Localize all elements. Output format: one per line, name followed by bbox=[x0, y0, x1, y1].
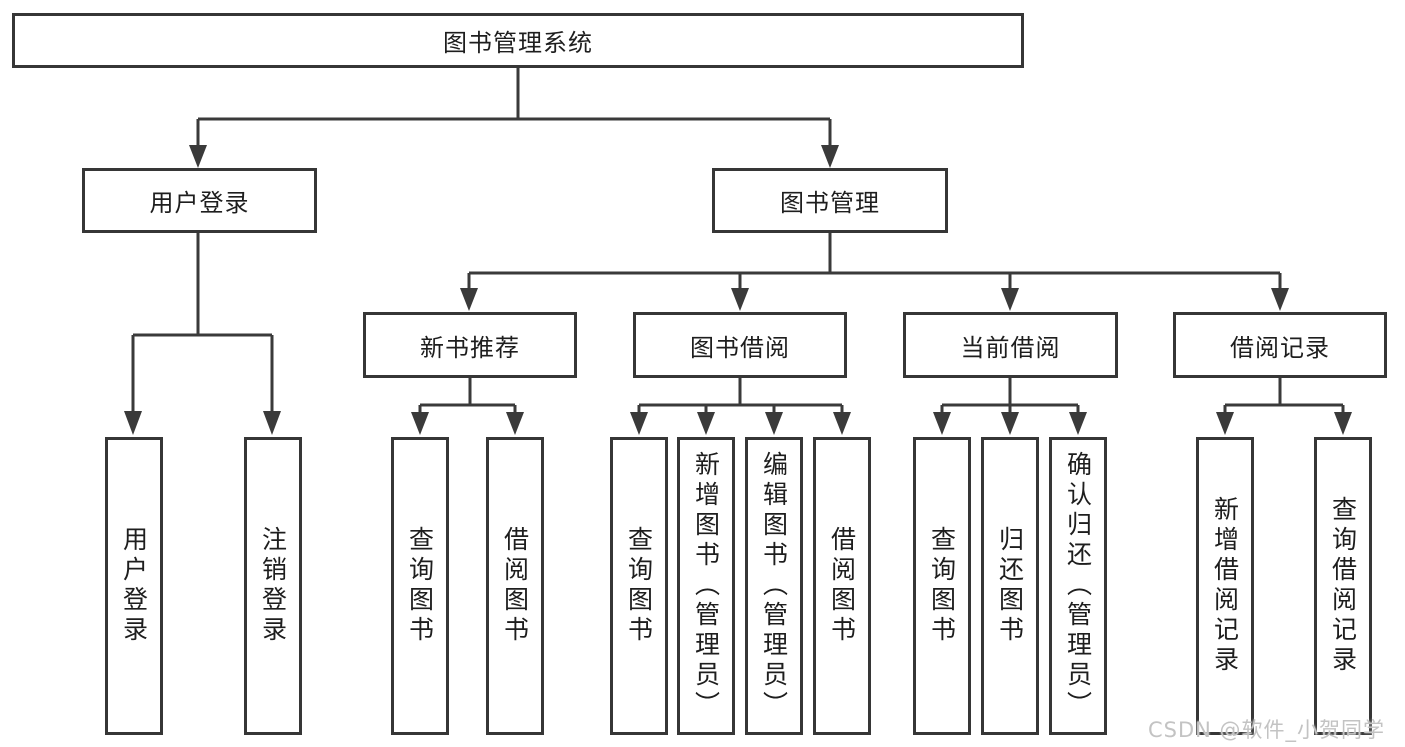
node-label: 查询图书 bbox=[927, 526, 957, 646]
leaf-query-books-recommend: 查询图书 bbox=[391, 437, 449, 735]
leaf-query-books-current: 查询图书 bbox=[913, 437, 971, 735]
node-label: 查询借阅记录 bbox=[1328, 496, 1358, 676]
edge-root-to-level2 bbox=[196, 68, 832, 148]
node-label: 借阅记录 bbox=[1230, 333, 1330, 362]
node-label: 确认归还（管理员） bbox=[1063, 451, 1093, 721]
node-label: 查询图书 bbox=[405, 526, 435, 646]
edge-current-to-leaves bbox=[940, 378, 1080, 413]
node-borrowing-records: 借阅记录 bbox=[1173, 312, 1387, 378]
node-book-management: 图书管理 bbox=[712, 168, 948, 233]
node-root: 图书管理系统 bbox=[12, 13, 1024, 68]
node-label: 新增借阅记录 bbox=[1210, 496, 1240, 676]
node-label: 新增图书（管理员） bbox=[691, 451, 721, 721]
node-label: 图书借阅 bbox=[690, 333, 790, 362]
node-label: 编辑图书（管理员） bbox=[759, 451, 789, 721]
edge-borrow-to-leaves bbox=[637, 378, 844, 413]
node-label: 借阅图书 bbox=[827, 526, 857, 646]
node-current-borrowing: 当前借阅 bbox=[903, 312, 1118, 378]
leaf-query-books-borrow: 查询图书 bbox=[610, 437, 668, 735]
node-label: 注销登录 bbox=[258, 526, 288, 646]
leaf-borrow-books-recommend: 借阅图书 bbox=[486, 437, 544, 735]
node-label: 新书推荐 bbox=[420, 333, 520, 362]
leaf-edit-books-admin: 编辑图书（管理员） bbox=[745, 437, 803, 735]
leaf-borrow-books-borrow: 借阅图书 bbox=[813, 437, 871, 735]
leaf-return-books: 归还图书 bbox=[981, 437, 1039, 735]
leaf-user-login: 用户登录 bbox=[105, 437, 163, 735]
node-label: 图书管理 bbox=[780, 189, 880, 217]
node-new-book-recommendation: 新书推荐 bbox=[363, 312, 577, 378]
node-label: 借阅图书 bbox=[500, 526, 530, 646]
leaf-query-borrow-record: 查询借阅记录 bbox=[1314, 437, 1372, 735]
edge-recommend-to-leaves bbox=[418, 378, 517, 413]
edge-records-to-leaves bbox=[1223, 378, 1345, 413]
node-label: 当前借阅 bbox=[960, 333, 1061, 362]
node-label: 查询图书 bbox=[624, 526, 654, 646]
leaf-add-borrow-record: 新增借阅记录 bbox=[1196, 437, 1254, 735]
node-user-login: 用户登录 bbox=[82, 168, 317, 233]
node-book-borrowing: 图书借阅 bbox=[633, 312, 847, 378]
node-label: 用户登录 bbox=[119, 526, 149, 646]
edge-userlogin-to-leaves bbox=[131, 233, 274, 412]
leaf-logout: 注销登录 bbox=[244, 437, 302, 735]
csdn-watermark: CSDN @软件_小贺同学 bbox=[1148, 718, 1386, 742]
node-label: 图书管理系统 bbox=[443, 29, 593, 57]
leaf-confirm-return-admin: 确认归还（管理员） bbox=[1049, 437, 1107, 735]
edge-bookmgmt-to-level3 bbox=[467, 233, 1282, 290]
node-label: 用户登录 bbox=[149, 189, 250, 217]
leaf-add-books-admin: 新增图书（管理员） bbox=[677, 437, 735, 735]
node-label: 归还图书 bbox=[995, 526, 1025, 646]
